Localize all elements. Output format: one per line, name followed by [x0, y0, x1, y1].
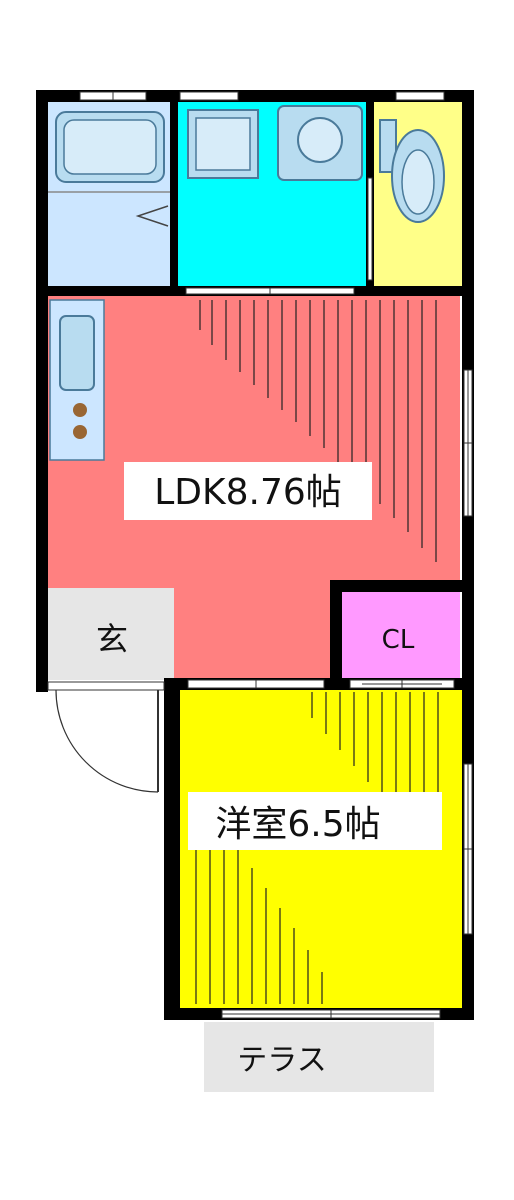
stove-burner-icon — [73, 425, 87, 439]
entrance-door-opening — [47, 681, 165, 691]
ldk-hatching — [199, 300, 437, 562]
toilet-seat-icon — [401, 149, 435, 215]
stove-burner-icon — [73, 403, 87, 417]
entrance-label: 玄 — [96, 620, 128, 658]
window-mullions — [112, 92, 472, 1018]
western-room-label: 洋室6.5帖 — [215, 804, 380, 845]
bath-door-swing — [135, 205, 169, 227]
bathtub-inner — [63, 119, 157, 175]
sliding-door-marks — [255, 288, 442, 688]
terrace-area — [204, 1022, 434, 1092]
western-room-hatching-bottom — [195, 850, 323, 1004]
closet-label: CL — [382, 625, 415, 655]
ldk-label-bg — [124, 462, 372, 520]
washing-machine-drum — [297, 117, 343, 163]
toilet-tank-icon — [379, 119, 397, 173]
terrace-label: テラス — [237, 1043, 326, 1078]
closet-area — [340, 590, 460, 680]
entrance-door-swing-arc — [55, 689, 159, 793]
ldk-label: LDK8.76帖 — [154, 472, 342, 513]
entrance-area — [48, 588, 174, 680]
washbasin-inner — [195, 117, 251, 171]
western-room-hatching-top — [311, 692, 439, 812]
western-room-label-bg — [188, 792, 442, 850]
kitchen-sink-icon — [59, 315, 95, 391]
